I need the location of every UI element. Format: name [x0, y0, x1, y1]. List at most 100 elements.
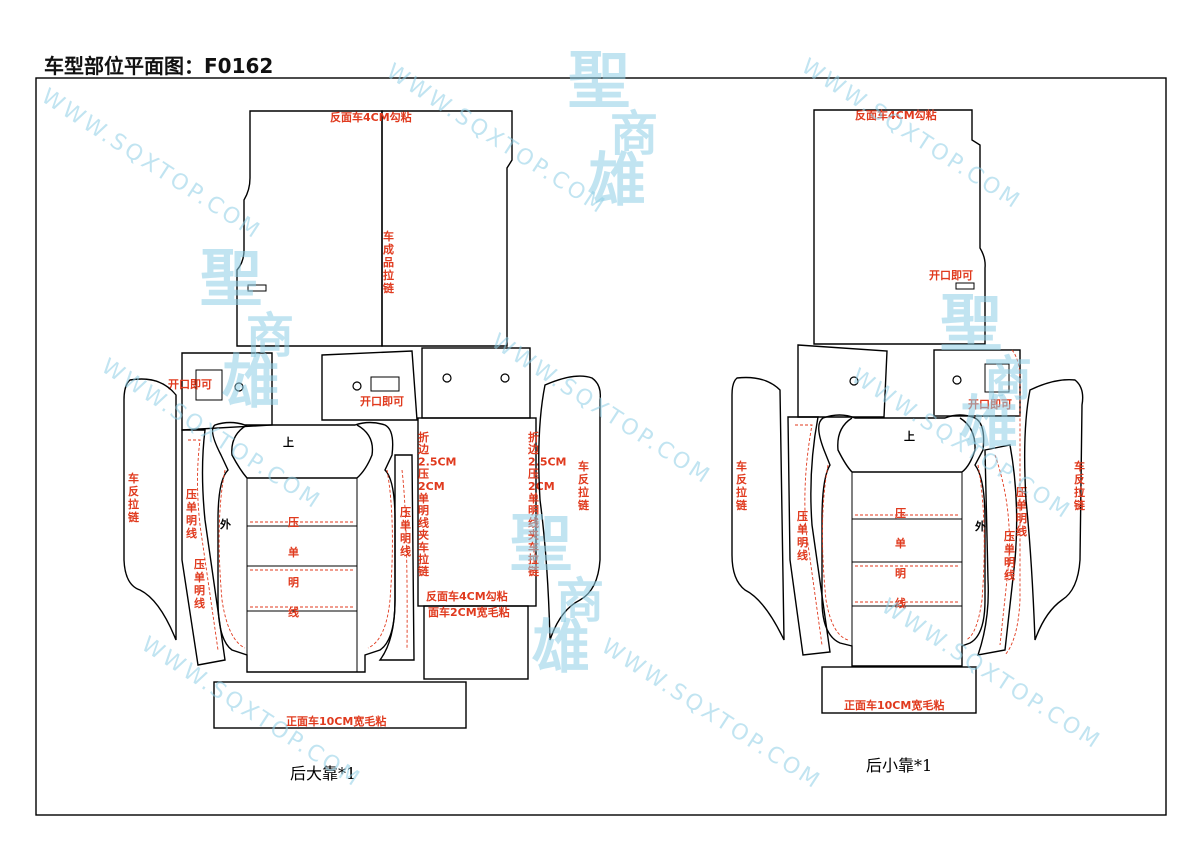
page-title: 车型部位平面图：F0162 [44, 54, 274, 78]
label-open-mid: 开口即可 [360, 395, 404, 408]
label-char: 链 [528, 564, 540, 578]
svg-text:商: 商 [556, 573, 604, 629]
svg-text:聖: 聖 [940, 287, 1002, 360]
label-bottom-hook: 反面车4CM勾粘 [426, 589, 508, 603]
label-front-wide: 正面车10CM宽毛粘 [286, 714, 386, 728]
watermark-url-5: WWW.SQXTOP.COM [487, 329, 716, 490]
center-panel-sides-r [851, 472, 963, 666]
top-panel-right [381, 110, 513, 347]
label-char: 单 [186, 500, 197, 514]
label-char: 拉 [383, 268, 394, 282]
label-char: 压 [1016, 485, 1027, 499]
label-char: 线 [400, 544, 411, 558]
label-char: 反 [1074, 472, 1085, 486]
label-char: 压 [528, 467, 539, 481]
label-char: 拉 [128, 497, 139, 511]
side-strip-left-r [787, 416, 831, 656]
slot-top [955, 282, 975, 290]
watermark-logo-2: 聖 商 雄 [200, 242, 294, 416]
wing-right-r [1023, 379, 1084, 641]
bottom-back-panel [423, 605, 529, 680]
label-char: 2.5CM [528, 455, 567, 468]
drawing-frame [35, 77, 1167, 816]
label-char: 折 [528, 430, 539, 444]
label-char: 折 [418, 430, 429, 444]
label-char: 车 [528, 540, 539, 554]
label-top-hook: 反面车4CM勾粘 [330, 110, 412, 124]
stitch-main-right-r [965, 464, 985, 641]
window-left [195, 369, 223, 401]
label-char: 拉 [578, 485, 589, 499]
upper-side-mid [321, 350, 418, 421]
label-char: 品 [383, 256, 394, 269]
label-char: 压 [186, 487, 197, 501]
label-char: 链 [736, 498, 748, 512]
label-char: 成 [383, 242, 394, 256]
label-char: 车 [736, 459, 747, 473]
label-char: 线 [895, 596, 906, 610]
label-char: 单 [418, 491, 429, 505]
label-char: 单 [194, 570, 205, 584]
hole-left [234, 382, 244, 392]
label-char: 单 [1004, 542, 1015, 556]
label-char: 线 [528, 515, 539, 529]
window-mid [370, 376, 400, 392]
stitch-outer-right-r [1004, 349, 1021, 656]
label-char: 反 [736, 472, 747, 486]
front-strip [213, 681, 467, 729]
label-top-mark-r: 上 [904, 429, 915, 443]
label-open-left: 开口即可 [168, 378, 212, 391]
front-strip-r [821, 666, 977, 714]
watermark-url-8: WWW.SQXTOP.COM [597, 634, 826, 795]
hole-right-b [500, 373, 510, 383]
stitch-main-left-r [822, 464, 849, 641]
label-top-hook-r: 反面车4CM勾粘 [855, 108, 937, 122]
window-r [984, 363, 1010, 393]
svg-text:商: 商 [984, 351, 1032, 407]
label-top-mark: 上 [283, 435, 294, 449]
label-char: 链 [383, 281, 395, 295]
wing-far-right [538, 375, 602, 641]
side-strip-left [181, 429, 226, 666]
label-char: 2CM [418, 480, 445, 493]
svg-text:雄: 雄 [960, 389, 1018, 457]
label-char: 线 [194, 596, 205, 610]
label-open-mid-r: 开口即可 [968, 398, 1012, 411]
label-char: 夹 [418, 528, 429, 542]
label-char: 链 [578, 498, 590, 512]
label-char: 压 [194, 557, 205, 571]
svg-text:聖: 聖 [510, 507, 572, 580]
watermark-logo-1: 聖 商 雄 [568, 44, 658, 214]
label-char: 链 [128, 510, 140, 524]
label-char: 车 [383, 229, 394, 243]
label-char: 线 [186, 526, 197, 540]
watermark-logo-3: 聖 商 雄 [510, 507, 604, 681]
label-char: 明 [194, 584, 205, 597]
label-char: 明 [186, 514, 197, 527]
label-char: 单 [288, 545, 299, 559]
label-char: 线 [1016, 524, 1027, 538]
label-char: 链 [418, 564, 430, 578]
label-open-top-r: 开口即可 [929, 269, 973, 282]
watermark-url-7: WWW.SQXTOP.COM [137, 632, 366, 793]
wing-far-left [123, 378, 177, 641]
label-char: 车 [128, 471, 139, 485]
label-char: 明 [400, 532, 411, 545]
label-char: 夹 [528, 528, 539, 542]
hole-r-right [952, 375, 962, 385]
label-char: 反 [578, 472, 589, 486]
svg-text:聖: 聖 [200, 242, 262, 315]
side-strip-right-r [976, 444, 1018, 656]
label-char: 车 [1074, 459, 1085, 473]
svg-text:雄: 雄 [532, 613, 590, 681]
svg-text:雄: 雄 [222, 348, 280, 416]
stitch-strip-right-r [994, 454, 1010, 646]
stitch-strip-left-r [795, 424, 823, 646]
label-char: 明 [1016, 512, 1027, 525]
